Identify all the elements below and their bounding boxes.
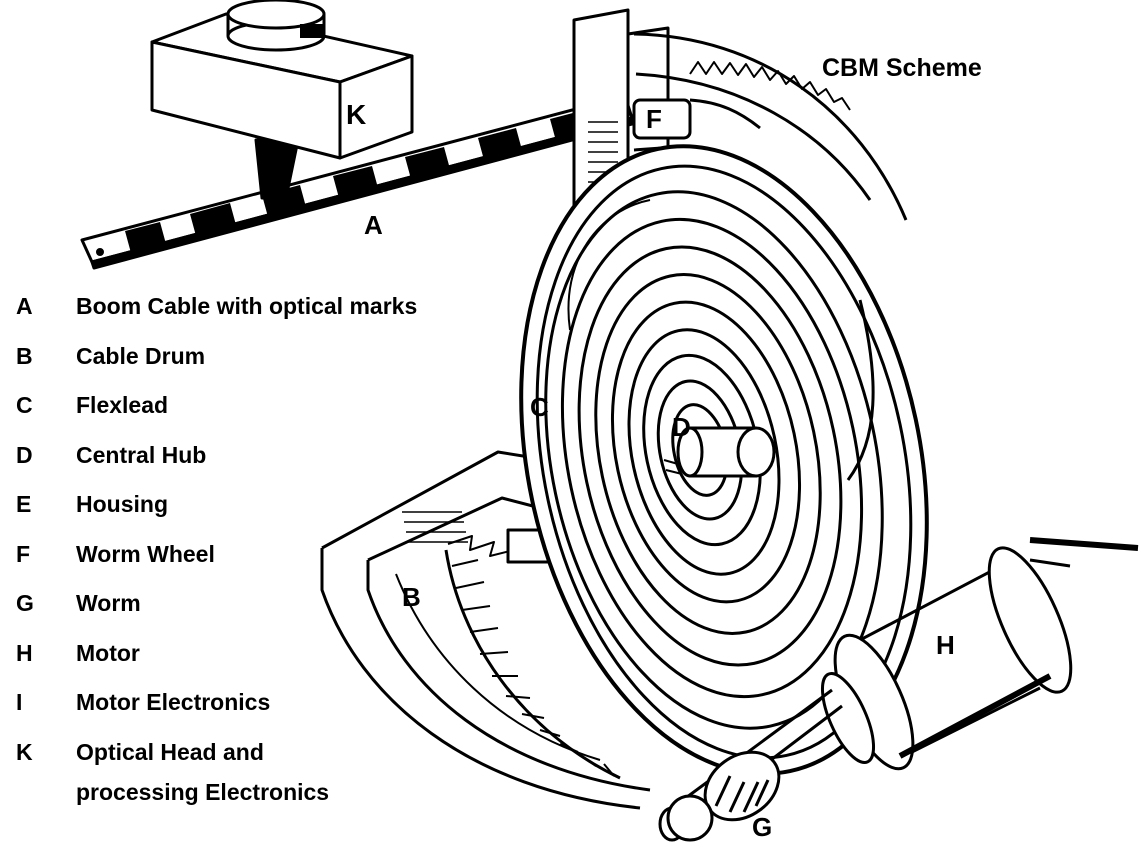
legend-key: C [16, 392, 33, 418]
legend-text: Boom Cable with optical marks [76, 293, 418, 319]
legend-key: F [16, 540, 31, 567]
callouts: K A F C D B H G [346, 99, 955, 842]
legend-text-continuation: processing Electronics [76, 778, 330, 805]
legend-item: I Motor Electronics [16, 689, 417, 739]
callout-b: B [402, 582, 421, 612]
callout-k: K [346, 99, 366, 130]
legend-item: D Central Hub [16, 442, 417, 492]
legend-item: E Housing [16, 491, 417, 541]
optical-marks [125, 109, 594, 253]
callout-f: F [646, 104, 662, 134]
legend-item: H Motor [16, 640, 417, 690]
callout-h: H [936, 630, 955, 660]
legend-key: E [16, 491, 32, 517]
drum-teeth [444, 528, 621, 780]
parts-legend: A Boom Cable with optical marks B Cable … [16, 293, 417, 819]
legend-key: A [16, 293, 33, 319]
legend-item: K Optical Head and [16, 739, 417, 779]
diagram-title: CBM Scheme [822, 54, 982, 82]
legend-text: Flexlead [76, 392, 169, 418]
legend-text: Central Hub [76, 441, 207, 468]
motor [820, 537, 1139, 771]
legend-key: G [16, 590, 34, 616]
legend-text: Motor [76, 639, 140, 666]
legend-item: F Worm Wheel [16, 541, 417, 591]
legend-key: B [16, 342, 33, 369]
optical-head [150, 0, 414, 200]
legend-key: I [16, 689, 23, 715]
callout-d: D [672, 412, 691, 442]
legend-item: C Flexlead [16, 392, 417, 442]
legend-text: Cable Drum [76, 342, 206, 369]
callout-a: A [364, 210, 383, 240]
lower-gear-slots [402, 511, 468, 543]
flexlead-spiral [544, 190, 884, 730]
worm-shaft [658, 688, 843, 842]
callout-c: C [530, 392, 549, 422]
legend-text: Optical Head and [76, 738, 264, 765]
legend-text: Motor Electronics [76, 689, 271, 715]
legend-key: H [16, 639, 33, 666]
legend-item: G Worm [16, 590, 417, 640]
legend-item: B Cable Drum [16, 343, 417, 393]
central-hub [663, 426, 776, 478]
legend-text: Worm [76, 590, 141, 616]
legend-key: D [16, 441, 33, 468]
legend-text: Worm Wheel [76, 540, 215, 567]
legend-item: A Boom Cable with optical marks [16, 293, 417, 343]
legend-key: K [16, 738, 33, 765]
callout-g: G [752, 812, 772, 842]
boom-cable [80, 94, 634, 270]
legend-text: Housing [76, 491, 168, 517]
